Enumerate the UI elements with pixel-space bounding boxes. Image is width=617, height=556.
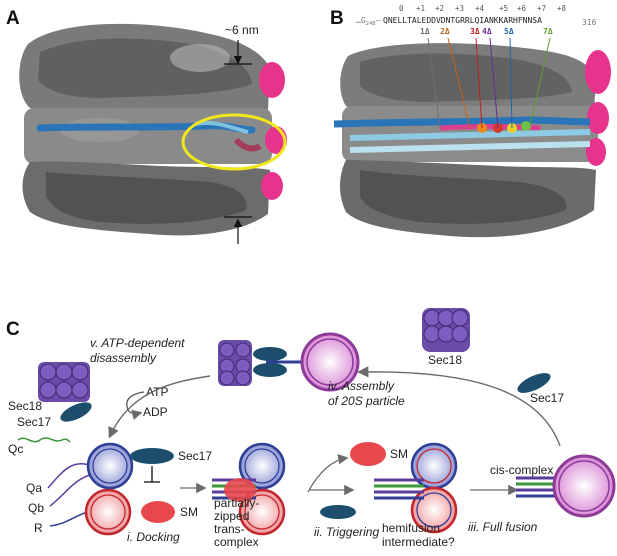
particle-20s [218, 332, 360, 392]
sequence-prefix-sub: 248 [366, 21, 376, 27]
trans-label-3: trans- [214, 522, 245, 536]
sec18-top-icon [422, 308, 470, 352]
sec18-left-label: Sec18 [8, 399, 42, 413]
trans-label-4: complex [214, 535, 259, 549]
sequence-prefix: …G [356, 16, 366, 25]
panel-a-structure [19, 23, 287, 244]
layer-number: +1 [416, 4, 425, 13]
qa-label: Qa [26, 481, 42, 495]
mutant-label: 5Δ [504, 27, 514, 36]
sec17-left-icon [60, 402, 92, 422]
layer-number: +3 [455, 4, 464, 13]
sec17-right-icon [517, 373, 551, 393]
layer-number: +6 [517, 4, 527, 13]
mutant-label: 3Δ [470, 27, 480, 36]
qb-label: Qb [28, 501, 44, 515]
sm-docking-label: SM [180, 505, 198, 519]
panel-b-layer-numbers: 0 +1 +2 +3 +4 +5 +6 +7 +8 [399, 4, 567, 13]
r-label: R [34, 521, 43, 535]
step-disassembly-2: disassembly [90, 351, 157, 365]
mutant-label: 4Δ [482, 27, 492, 36]
panel-label-b: B [330, 8, 344, 29]
svg-text:…G248–: …G248– [356, 16, 381, 27]
panel-b-structure [333, 37, 611, 238]
step-assembly-2: of 20S particle [328, 394, 405, 408]
layer-number: +7 [537, 4, 546, 13]
layer-number: +4 [475, 4, 485, 13]
layer-number: +8 [557, 4, 567, 13]
disassembly-arrow [108, 375, 211, 439]
sec18-left-icon [38, 362, 90, 402]
sec17-right-label: Sec17 [530, 391, 564, 405]
qc-snare [17, 437, 71, 443]
assembly-return-arrow [357, 366, 561, 447]
layer-number: 0 [399, 4, 404, 13]
distance-label: ~6 nm [225, 23, 259, 37]
trans-complex [212, 442, 286, 536]
sec17-trigger-icon [320, 505, 356, 519]
trans-label-2: zipped [214, 509, 249, 523]
sec17-left-label: Sec17 [17, 415, 51, 429]
adp-label: ADP [143, 405, 168, 419]
step-assembly-1: iv. Assembly [328, 379, 395, 393]
hemi-label-1: hemifusion [382, 521, 440, 535]
step-disassembly-1: v. ATP-dependent [90, 336, 185, 350]
step-full-fusion: iii. Full fusion [468, 520, 538, 534]
sec17-inhibit-icon [130, 448, 174, 464]
layer-number: +5 [499, 4, 508, 13]
sm-trigger-icon [350, 442, 386, 466]
docking-vesicle-blue [86, 442, 134, 490]
hemifusion-intermediate [374, 442, 458, 534]
cis-complex [516, 454, 616, 518]
cis-label: cis-complex [490, 463, 553, 477]
atp-label: ATP [146, 385, 168, 399]
panel-b-sequence: …G248– QNELLTALEDDVDNTGRRLQIANKKARHFNNSA… [356, 16, 597, 27]
sm-docking-icon [141, 501, 175, 523]
sequence-suffix-sub: 316 [582, 18, 597, 27]
sm-trigger-label: SM [390, 447, 408, 461]
step-docking: i. Docking [127, 530, 180, 544]
panel-label-c: C [6, 319, 20, 340]
step-triggering: ii. Triggering [314, 525, 379, 539]
layer-number: +2 [435, 4, 444, 13]
trans-label-1: partially- [214, 496, 259, 510]
qa-snare [47, 463, 93, 489]
mutant-label: 1Δ [420, 27, 430, 36]
panel-label-a: A [6, 8, 20, 29]
mutant-label: 2Δ [440, 27, 450, 36]
sm-release-arrow [307, 454, 349, 493]
docking-vesicle-red [84, 488, 132, 536]
hemi-label-2: intermediate? [382, 535, 455, 549]
sec17-inhibit-label: Sec17 [178, 449, 212, 463]
sequence-text: QNELLTALEDDVDNTGRRLQIANKKARHFNNSA [383, 16, 542, 25]
qc-label: Qc [8, 442, 23, 456]
mutant-label: 7Δ [543, 27, 553, 36]
sec18-top-label: Sec18 [428, 353, 462, 367]
panel-b-mutants: 1Δ 2Δ 3Δ 4Δ 5Δ 7Δ [420, 27, 553, 36]
